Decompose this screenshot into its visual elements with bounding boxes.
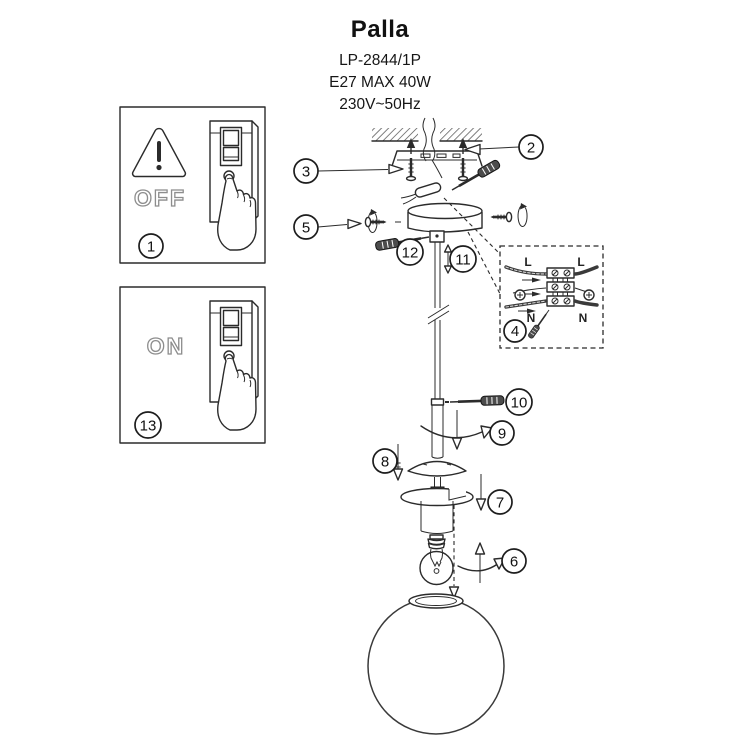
step-2-callout: 2 bbox=[464, 134, 544, 160]
wiring-diagram-box: L L N N 4 bbox=[499, 245, 604, 349]
step-badge-7: 7 bbox=[496, 495, 504, 512]
canopy-right-screw bbox=[489, 202, 528, 227]
supply-wire-connector bbox=[400, 159, 443, 205]
down-arrow-icon bbox=[448, 586, 460, 599]
product-header: Palla LP-2844/1P E27 MAX 40W 230V~50Hz bbox=[0, 14, 750, 116]
rod-coupler bbox=[430, 398, 445, 406]
step-11-callout: 11 bbox=[443, 244, 477, 274]
step-badge-8: 8 bbox=[381, 454, 389, 471]
svg-text:4: 4 bbox=[511, 323, 519, 340]
step-badge-13: 13 bbox=[134, 411, 162, 439]
step-9-callout: 9 bbox=[420, 410, 515, 450]
step-badge-3: 3 bbox=[302, 164, 310, 181]
socket-cup bbox=[400, 487, 474, 534]
step-12-callout: 12 bbox=[373, 231, 432, 266]
ceiling bbox=[371, 117, 483, 162]
on-switch-hand-illustration bbox=[209, 300, 259, 431]
screwdriver-icon bbox=[448, 157, 503, 196]
step-badge-10: 10 bbox=[511, 395, 528, 412]
live-wire-right bbox=[573, 265, 599, 276]
rod-break-mark bbox=[427, 304, 450, 319]
step-3-callout: 3 bbox=[293, 158, 404, 184]
step-6-callout: 6 bbox=[457, 542, 527, 583]
neutral-label-right: N bbox=[579, 311, 588, 325]
neutral-label-left: N bbox=[527, 311, 536, 325]
step-badge-11: 11 bbox=[455, 252, 471, 269]
power-on-panel: ON 13 bbox=[119, 286, 266, 444]
suspension-rod bbox=[427, 242, 450, 459]
step-badge-12: 12 bbox=[402, 245, 419, 262]
step-7-callout: 7 bbox=[475, 474, 513, 515]
screwdriver-icon bbox=[448, 394, 506, 408]
glass-globe-shade bbox=[367, 593, 505, 735]
mounting-bracket bbox=[391, 136, 483, 182]
rotate-arrow-icon bbox=[457, 562, 500, 572]
live-label-left: L bbox=[524, 255, 531, 269]
bracket-screw-icon bbox=[405, 136, 417, 182]
svg-text:1: 1 bbox=[147, 239, 155, 256]
product-model: LP-2844/1P bbox=[339, 52, 421, 70]
off-label: OFF bbox=[134, 185, 186, 211]
bracket-screw-icon bbox=[457, 136, 469, 182]
ceiling-canopy bbox=[407, 202, 483, 243]
power-off-panel: OFF 1 bbox=[119, 106, 266, 264]
earth-symbol-icon bbox=[514, 289, 526, 301]
neutral-wire-right bbox=[573, 299, 599, 307]
terminal-block bbox=[546, 267, 575, 307]
step-badge-2: 2 bbox=[527, 140, 535, 157]
step-badge-4: 4 bbox=[503, 319, 527, 343]
product-title: Palla bbox=[350, 16, 410, 43]
step-5-callout: 5 bbox=[293, 208, 401, 240]
step-badge-9: 9 bbox=[498, 426, 506, 443]
rod-break-mark bbox=[427, 310, 450, 325]
rotate-arrow-icon bbox=[420, 425, 483, 439]
earth-symbol-icon bbox=[583, 289, 595, 301]
live-label-right: L bbox=[577, 255, 584, 269]
step-badge-5: 5 bbox=[302, 220, 310, 237]
on-label: ON bbox=[147, 333, 186, 359]
turn-arrow-icon bbox=[517, 202, 528, 227]
svg-text:13: 13 bbox=[140, 418, 157, 435]
mains-wire bbox=[431, 117, 436, 161]
step-8-callout: 8 bbox=[372, 444, 404, 481]
mains-wire bbox=[422, 117, 427, 162]
light-bulb-icon bbox=[419, 534, 454, 586]
power-spec: 230V~50Hz bbox=[339, 96, 421, 114]
off-switch-hand-illustration bbox=[209, 120, 259, 251]
step-badge-6: 6 bbox=[510, 554, 518, 571]
warning-triangle-icon bbox=[131, 127, 187, 178]
step-badge-1: 1 bbox=[138, 233, 164, 259]
step-10-callout: 10 bbox=[448, 388, 533, 416]
canopy-screw-icon bbox=[489, 211, 513, 223]
canopy-screw-icon bbox=[364, 216, 388, 228]
lamp-spec: E27 MAX 40W bbox=[329, 74, 431, 92]
